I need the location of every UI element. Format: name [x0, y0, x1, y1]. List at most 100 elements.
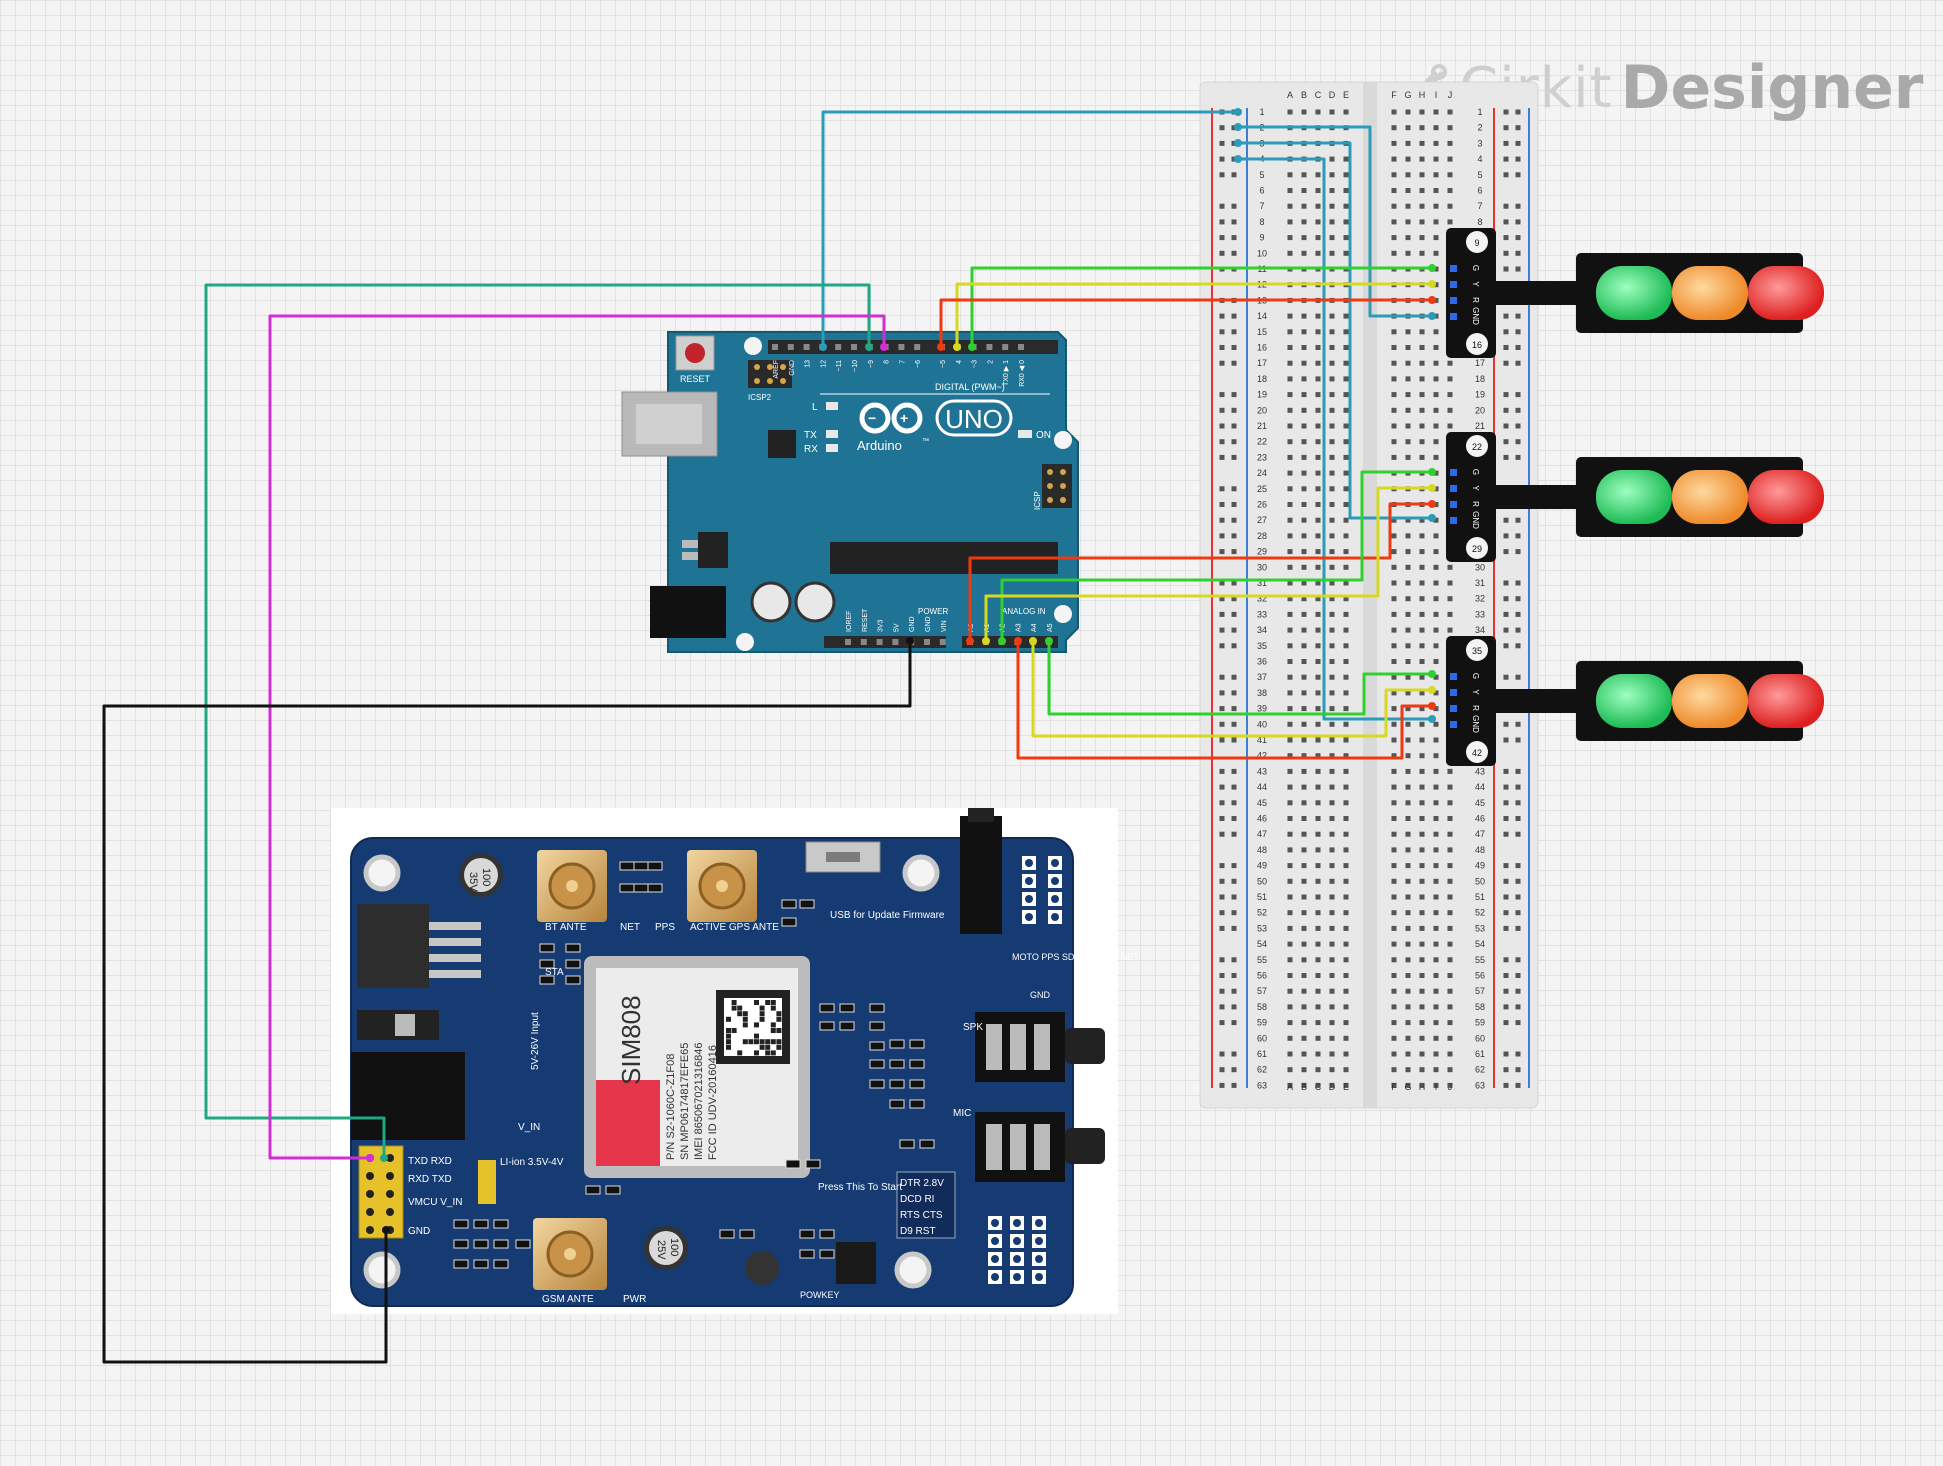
breadboard-hole[interactable]	[1405, 627, 1411, 633]
wire-endpoint[interactable]	[366, 1154, 374, 1162]
breadboard-hole[interactable]	[1391, 329, 1397, 335]
breadboard-hole[interactable]	[1343, 156, 1349, 162]
breadboard-hole[interactable]	[1419, 894, 1425, 900]
rail-hole[interactable]	[1503, 1004, 1509, 1010]
dc-input-jack[interactable]	[351, 1052, 465, 1140]
rail-hole[interactable]	[1219, 156, 1225, 162]
breadboard-hole[interactable]	[1329, 1067, 1335, 1073]
breadboard-hole[interactable]	[1447, 392, 1453, 398]
breadboard-hole[interactable]	[1433, 109, 1439, 115]
breadboard-hole[interactable]	[1419, 784, 1425, 790]
breadboard-hole[interactable]	[1391, 392, 1397, 398]
breadboard-hole[interactable]	[1301, 1067, 1307, 1073]
rail-hole[interactable]	[1503, 910, 1509, 916]
rail-hole[interactable]	[1503, 1067, 1509, 1073]
breadboard-hole[interactable]	[1405, 596, 1411, 602]
breadboard-hole[interactable]	[1419, 1067, 1425, 1073]
rail-hole[interactable]	[1515, 973, 1521, 978]
breadboard-hole[interactable]	[1287, 1082, 1293, 1088]
breadboard-hole[interactable]	[1301, 439, 1307, 445]
breadboard-hole[interactable]	[1329, 1035, 1335, 1041]
breadboard-hole[interactable]	[1391, 1020, 1397, 1026]
breadboard-hole[interactable]	[1315, 486, 1321, 492]
breadboard-hole[interactable]	[1405, 847, 1411, 853]
breadboard-hole[interactable]	[1405, 800, 1411, 806]
rail-hole[interactable]	[1515, 407, 1521, 413]
rail-hole[interactable]	[1219, 721, 1225, 727]
rail-hole[interactable]	[1219, 502, 1225, 507]
breadboard-hole[interactable]	[1301, 643, 1307, 649]
wire-gnd-row2-to-tl1[interactable]	[1238, 125, 1432, 318]
rail-hole[interactable]	[1219, 611, 1225, 617]
breadboard-hole[interactable]	[1343, 580, 1349, 586]
breadboard-hole[interactable]	[1343, 486, 1349, 492]
breadboard-hole[interactable]	[1329, 329, 1335, 335]
breadboard-hole[interactable]	[1315, 549, 1321, 555]
breadboard-hole[interactable]	[1447, 125, 1453, 131]
breadboard-hole[interactable]	[1329, 973, 1335, 978]
breadboard-hole[interactable]	[1419, 140, 1425, 146]
breadboard-hole[interactable]	[1419, 800, 1425, 806]
breadboard-hole[interactable]	[1301, 706, 1307, 712]
rail-hole[interactable]	[1219, 800, 1225, 806]
breadboard-hole[interactable]	[1315, 816, 1321, 821]
breadboard-hole[interactable]	[1301, 533, 1307, 539]
rail-hole[interactable]	[1515, 549, 1521, 555]
breadboard-hole[interactable]	[1405, 690, 1411, 696]
digital-pin-hole[interactable]	[1002, 344, 1009, 350]
digital-pin-hole[interactable]	[787, 344, 794, 350]
breadboard-hole[interactable]	[1447, 109, 1453, 115]
breadboard-hole[interactable]	[1329, 831, 1335, 837]
breadboard-hole[interactable]	[1391, 533, 1397, 539]
power-pin-hole[interactable]	[892, 639, 899, 645]
breadboard-hole[interactable]	[1287, 235, 1293, 241]
breadboard-hole[interactable]	[1391, 816, 1397, 821]
rail-hole[interactable]	[1503, 768, 1509, 774]
breadboard-hole[interactable]	[1287, 454, 1293, 460]
breadboard-hole[interactable]	[1405, 643, 1411, 649]
breadboard-hole[interactable]	[1405, 423, 1411, 429]
breadboard-hole[interactable]	[1405, 172, 1411, 178]
breadboard-hole[interactable]	[1391, 894, 1397, 900]
breadboard-hole[interactable]	[1391, 863, 1397, 869]
breadboard-hole[interactable]	[1433, 470, 1439, 476]
breadboard-hole[interactable]	[1329, 674, 1335, 680]
rail-hole[interactable]	[1515, 737, 1521, 743]
breadboard-hole[interactable]	[1419, 768, 1425, 774]
breadboard-hole[interactable]	[1405, 941, 1411, 947]
breadboard-hole[interactable]	[1447, 627, 1453, 633]
breadboard-hole[interactable]	[1315, 345, 1321, 350]
rail-hole[interactable]	[1219, 329, 1225, 335]
breadboard-hole[interactable]	[1329, 486, 1335, 492]
breadboard-hole[interactable]	[1315, 721, 1321, 727]
breadboard-hole[interactable]	[1329, 706, 1335, 712]
rail-hole[interactable]	[1515, 1067, 1521, 1073]
breadboard-hole[interactable]	[1287, 203, 1293, 209]
breadboard-hole[interactable]	[1447, 941, 1453, 947]
power-pin-hole[interactable]	[876, 639, 883, 645]
breadboard-hole[interactable]	[1343, 973, 1349, 978]
breadboard-hole[interactable]	[1419, 611, 1425, 617]
breadboard-hole[interactable]	[1447, 863, 1453, 869]
rail-hole[interactable]	[1503, 831, 1509, 837]
breadboard-hole[interactable]	[1419, 596, 1425, 602]
traffic-light-pin[interactable]	[1450, 297, 1457, 304]
rail-hole[interactable]	[1503, 988, 1509, 994]
breadboard-hole[interactable]	[1433, 188, 1439, 193]
breadboard-hole[interactable]	[1391, 768, 1397, 774]
breadboard-hole[interactable]	[1447, 1067, 1453, 1073]
breadboard-hole[interactable]	[1447, 1051, 1453, 1057]
rail-hole[interactable]	[1503, 878, 1509, 884]
breadboard-hole[interactable]	[1329, 737, 1335, 743]
breadboard-hole[interactable]	[1391, 831, 1397, 837]
rail-hole[interactable]	[1219, 863, 1225, 869]
breadboard-hole[interactable]	[1343, 878, 1349, 884]
breadboard-hole[interactable]	[1343, 847, 1349, 853]
breadboard-hole[interactable]	[1329, 690, 1335, 696]
breadboard-hole[interactable]	[1391, 1067, 1397, 1073]
traffic-light-pin[interactable]	[1450, 517, 1457, 524]
breadboard-hole[interactable]	[1405, 1035, 1411, 1041]
power-switch-knob[interactable]	[395, 1014, 415, 1036]
